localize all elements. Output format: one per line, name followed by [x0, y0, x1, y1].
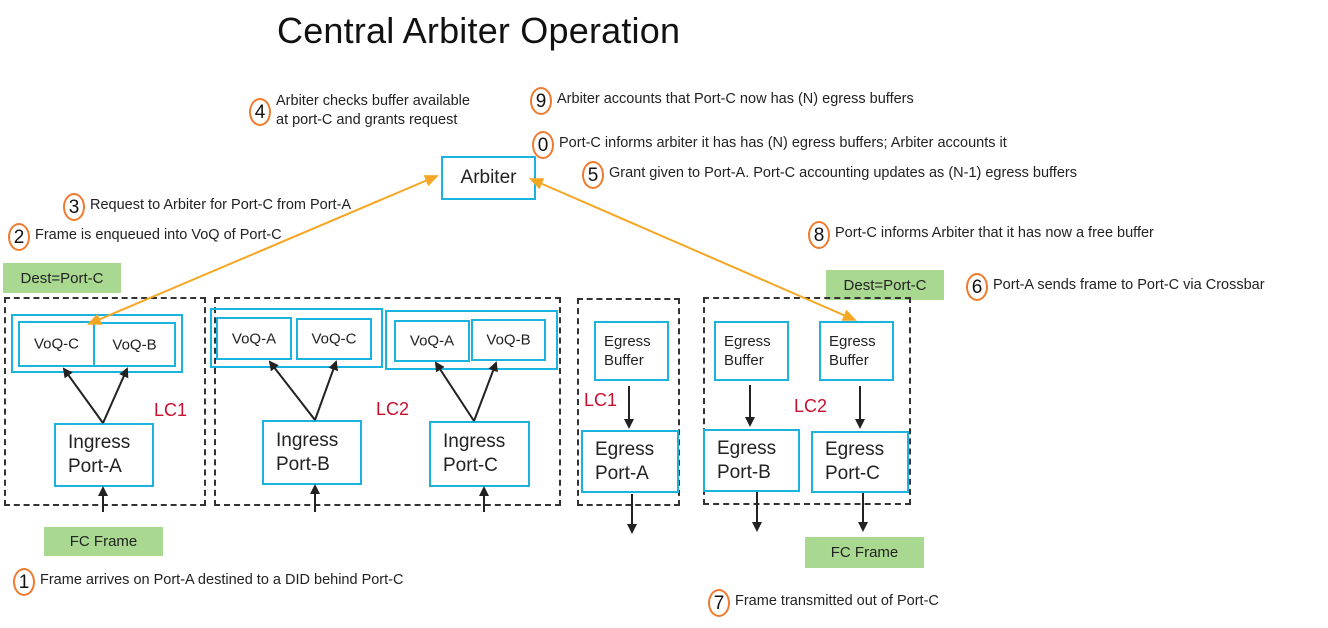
step-badge-9: 9 — [530, 87, 552, 115]
step-badge-1: 1 — [13, 568, 35, 596]
port-line1: Egress — [595, 438, 655, 460]
step-1: 1 Frame arrives on Port-A destined to a … — [13, 568, 403, 596]
step-2: 2 Frame is enqueued into VoQ of Port-C — [8, 223, 282, 251]
port-line1: Ingress — [276, 429, 339, 451]
step-8-text: Port-C informs Arbiter that it has now a… — [835, 225, 1154, 241]
ingress-lc2-label: LC2 — [376, 399, 410, 419]
port-line2: Port-C — [825, 463, 880, 484]
buffer-line2: Buffer — [604, 352, 644, 369]
step-8: 8 Port-C informs Arbiter that it has now… — [808, 221, 1154, 249]
port-line1: Egress — [717, 437, 777, 459]
port-line2: Port-B — [276, 453, 330, 475]
step-4: 4 Arbiter checks buffer available at por… — [249, 92, 470, 130]
voq-label: VoQ-A — [409, 332, 455, 350]
voq-label: VoQ-B — [112, 336, 157, 353]
port-line1: Egress — [825, 439, 885, 460]
fc-frame-tag-in: FC Frame — [44, 527, 163, 556]
voq-lc1-c: VoQ-C — [18, 321, 95, 367]
step-5-text: Grant given to Port-A. Port-C accounting… — [609, 165, 1077, 181]
dest-tag-egress: Dest=Port-C — [826, 270, 944, 300]
step-badge-7: 7 — [708, 589, 730, 617]
buffer-line2: Buffer — [829, 352, 869, 369]
step-badge-3: 3 — [63, 193, 85, 221]
egress-lc1-label: LC1 — [584, 390, 618, 410]
step-4-line1: Arbiter checks buffer available — [276, 93, 470, 109]
step-6-text: Port-A sends frame to Port-C via Crossba… — [993, 277, 1265, 293]
voq-lc2-b-a: VoQ-A — [216, 317, 292, 360]
arbiter-label: Arbiter — [460, 167, 517, 188]
voq-label: VoQ-C — [311, 330, 357, 348]
step-7-text: Frame transmitted out of Port-C — [735, 593, 939, 609]
arbiter-box: Arbiter — [441, 156, 536, 200]
port-line2: Port-A — [68, 456, 122, 477]
step-badge-6: 6 — [966, 273, 988, 301]
step-1-text: Frame arrives on Port-A destined to a DI… — [40, 572, 404, 588]
step-4-text: Arbiter checks buffer available at port-… — [276, 92, 470, 130]
buffer-line1: Egress — [829, 333, 876, 350]
step-2-text: Frame is enqueued into VoQ of Port-C — [35, 227, 282, 243]
voq-lc2-c-a: VoQ-A — [394, 320, 470, 362]
step-badge-0: 0 — [532, 131, 554, 159]
step-badge-2: 2 — [8, 223, 30, 251]
step-badge-5: 5 — [582, 161, 604, 189]
port-line1: Ingress — [443, 431, 506, 452]
fc-frame-tag-out: FC Frame — [805, 537, 924, 568]
step-badge-8: 8 — [808, 221, 830, 249]
dest-tag-ingress: Dest=Port-C — [3, 263, 121, 293]
step-3: 3 Request to Arbiter for Port-C from Por… — [63, 193, 351, 221]
step-5: 5 Grant given to Port-A. Port-C accounti… — [582, 161, 1077, 189]
buffer-line1: Egress — [724, 333, 771, 350]
step-6: 6 Port-A sends frame to Port-C via Cross… — [966, 273, 1265, 301]
step-9-text: Arbiter accounts that Port-C now has (N)… — [557, 91, 914, 107]
voq-lc2-b-c: VoQ-C — [296, 318, 372, 360]
step-9: 9 Arbiter accounts that Port-C now has (… — [530, 87, 914, 115]
voq-lc1-b: VoQ-B — [93, 322, 176, 367]
step-7: 7 Frame transmitted out of Port-C — [708, 589, 939, 617]
step-3-text: Request to Arbiter for Port-C from Port-… — [90, 197, 352, 213]
ingress-lc1-label: LC1 — [154, 400, 188, 420]
buffer-line1: Egress — [604, 333, 651, 350]
voq-lc2-c-b: VoQ-B — [471, 319, 546, 361]
egress-lc2-label: LC2 — [794, 396, 828, 416]
step-4-line2: at port-C and grants request — [276, 112, 458, 128]
voq-label: VoQ-C — [33, 335, 79, 353]
step-0: 0 Port-C informs arbiter it has has (N) … — [532, 131, 1007, 159]
step-0-text: Port-C informs arbiter it has has (N) eg… — [559, 135, 1007, 151]
diagram-title: Central Arbiter Operation — [277, 10, 681, 51]
voq-label: VoQ-A — [231, 330, 277, 347]
port-line2: Port-C — [443, 455, 498, 476]
step-badge-4: 4 — [249, 98, 271, 126]
port-line1: Ingress — [68, 432, 131, 453]
buffer-line2: Buffer — [724, 352, 764, 369]
port-line2: Port-B — [717, 461, 771, 483]
port-line2: Port-A — [595, 462, 649, 484]
voq-label: VoQ-B — [486, 331, 531, 349]
